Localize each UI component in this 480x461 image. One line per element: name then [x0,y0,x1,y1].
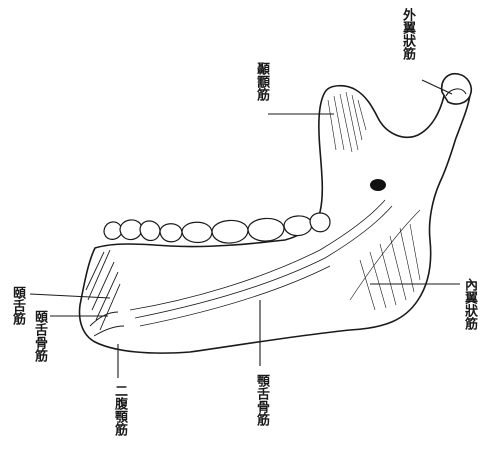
label-lateral-pterygoid: 外翼狀筋 [400,8,414,60]
tooth [120,220,142,240]
label-digastric: 二腹顎筋 [112,384,126,436]
tooth [140,221,160,241]
tooth [310,213,330,232]
tooth [212,220,248,243]
label-genioglossus: 頤舌筋 [10,286,24,325]
label-mylohyoid: 顎舌骨筋 [254,374,268,426]
tooth [284,216,312,236]
label-temporal: 顳顬筋 [254,62,268,101]
label-medial-pterygoid: 內翼狀筋 [462,278,476,330]
tooth [160,224,182,242]
mandibular-foramen [370,179,386,191]
tooth [182,222,212,242]
mandible-body-outline [80,78,471,353]
tooth [104,222,122,239]
label-geniohyoid: 頤舌骨筋 [32,310,46,362]
tooth [248,218,284,241]
